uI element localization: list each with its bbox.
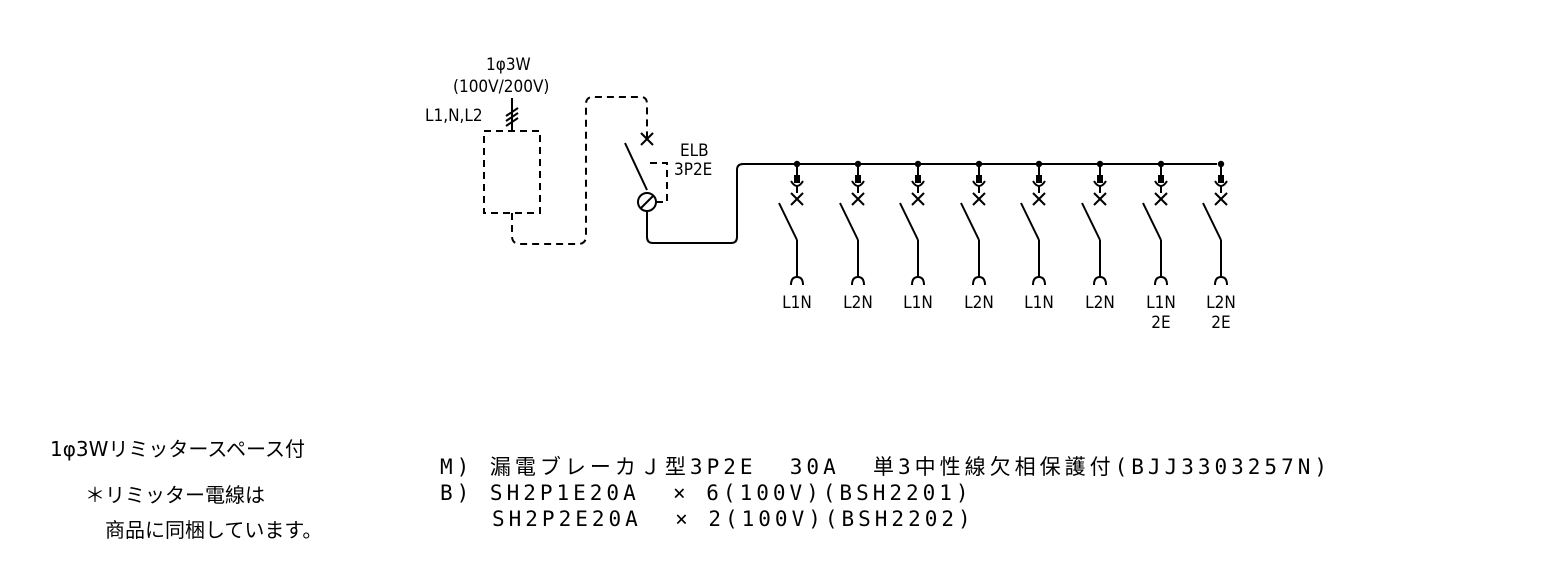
branch-breaker: L2N: [839, 160, 873, 313]
branch-breaker: L1N: [899, 160, 933, 313]
spec-main-breaker: M) 漏電ブレーカＪ型3P2E 30A 単3中性線欠相保護付(BJJ330325…: [440, 455, 1332, 479]
limiter-space-box: [483, 130, 541, 214]
branch-breaker: L2N: [960, 160, 994, 313]
branch-label: L2N: [1206, 293, 1236, 313]
branch-label: L2N: [964, 293, 994, 313]
branch-label: L1N: [1024, 293, 1054, 313]
main-breaker-label-3p2e: 3P2E: [674, 160, 712, 180]
branch-breaker: L1N: [778, 160, 812, 313]
supply-phase-label: 1φ3W: [486, 55, 531, 75]
spec-branch-breaker-2e: SH2P2E20A × 2(100V)(BSH2202): [492, 507, 975, 531]
supply-lines-label: L1,N,L2: [425, 106, 483, 126]
branch-breaker: L1N: [1020, 160, 1054, 313]
note-limiter-space: 1φ3Wリミッタースペース付: [50, 437, 306, 461]
note-limiter-wire: ＊リミッター電線は: [85, 483, 265, 507]
branch-label: L1N: [1146, 293, 1176, 313]
branch-label: L2N: [1085, 293, 1115, 313]
branch-label: L2N: [843, 293, 873, 313]
spec-branch-breaker-1e: B) SH2P1E20A × 6(100V)(BSH2201): [440, 481, 973, 505]
note-included: 商品に同梱しています。: [105, 518, 323, 542]
main-breaker-elb: [624, 132, 1217, 244]
branch-label: L1N: [903, 293, 933, 313]
branch-label: L1N: [782, 293, 812, 313]
main-breaker-label-elb: ELB: [680, 141, 709, 161]
limiter-wire: [511, 96, 648, 245]
branch-label-earth: 2E: [1151, 313, 1170, 333]
branch-breaker: L2N: [1081, 160, 1115, 313]
branch-label-earth: 2E: [1211, 313, 1230, 333]
supply-voltage-label: (100V/200V): [453, 77, 549, 97]
supply-feed: [505, 98, 519, 131]
